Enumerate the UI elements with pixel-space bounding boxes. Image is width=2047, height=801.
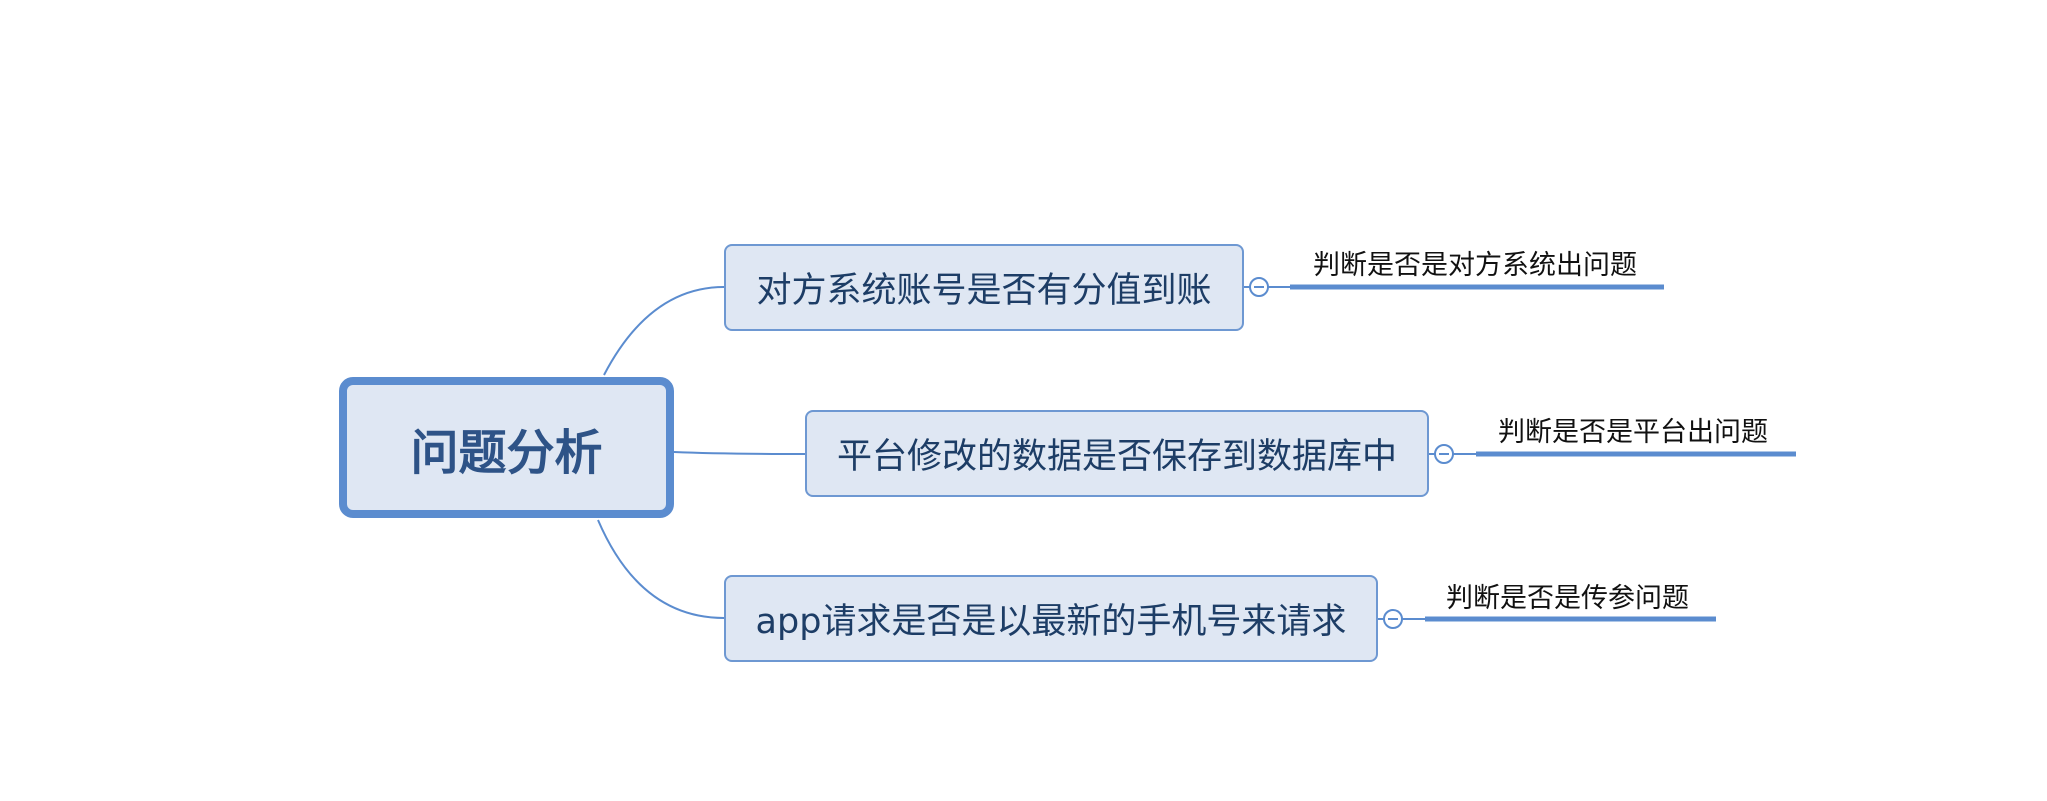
branch-topic-1-label: 对方系统账号是否有分值到账 (756, 271, 1212, 311)
subtopic-3[interactable]: 判断是否是传参问题 (1446, 576, 1689, 615)
branch-topic-2[interactable]: 平台修改的数据是否保存到数据库中 (805, 410, 1429, 497)
connector-root-branch-2 (673, 451, 806, 455)
branch-topic-2-label: 平台修改的数据是否保存到数据库中 (836, 437, 1397, 477)
subtopic-2-label: 判断是否是平台出问题 (1498, 417, 1768, 448)
root-topic[interactable]: 问题分析 (339, 377, 674, 518)
subtopic-1-label: 判断是否是对方系统出问题 (1313, 250, 1637, 281)
subtopic-2[interactable]: 判断是否是平台出问题 (1498, 410, 1768, 449)
branch-topic-1[interactable]: 对方系统账号是否有分值到账 (724, 244, 1244, 331)
branch-topic-3[interactable]: app请求是否是以最新的手机号来请求 (724, 575, 1378, 662)
subtopic-1[interactable]: 判断是否是对方系统出问题 (1313, 243, 1637, 282)
connector-root-branch-3 (597, 519, 725, 619)
root-topic-label: 问题分析 (410, 424, 603, 481)
connector-root-branch-1 (603, 286, 725, 376)
subtopic-3-label: 判断是否是传参问题 (1446, 583, 1689, 614)
branch-topic-3-label: app请求是否是以最新的手机号来请求 (755, 602, 1347, 642)
